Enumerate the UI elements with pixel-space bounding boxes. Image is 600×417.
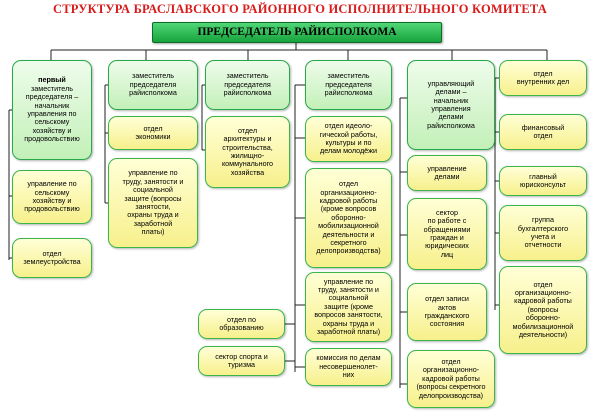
labor-social-box: управление по труду, занятости и социаль…: [305, 272, 392, 342]
mobilization-dept-box: отдел организационно- кадровой работы (в…: [499, 266, 587, 354]
juvenile-commission-box: комиссия по делам несовершенолет- них: [305, 348, 392, 386]
chief-legal-box: главный юрисконсульт: [499, 166, 587, 196]
labor-employment-box: управление по труду, занятости и социаль…: [108, 158, 198, 248]
accounting-group-box: группа бухгалтерского учета и отчетности: [499, 205, 587, 261]
deputy-2-box: заместитель председателя райисполкома: [108, 60, 198, 110]
architecture-dept-box: отдел архитектуры и строительства, жилищ…: [205, 116, 290, 188]
civil-registry-box: отдел записи актов гражданского состояни…: [407, 283, 487, 341]
finance-dept-box: финансовый отдел: [499, 114, 587, 150]
ideology-dept-box: отдел идеоло- гической работы, культуры …: [305, 116, 392, 162]
economy-dept-box: отдел экономики: [108, 116, 198, 150]
org-personnel-dept-box: отдел организационно- кадровой работы (к…: [305, 168, 392, 268]
citizen-appeals-box: сектор по работе с обращениями граждан и…: [407, 198, 487, 270]
sport-tourism-box: сектор спорта и туризма: [198, 346, 285, 376]
deputy-4-box: заместитель председателя райисполкома: [305, 60, 392, 110]
first-deputy-label: заместитель председателя – начальник упр…: [24, 83, 80, 144]
internal-affairs-box: отдел внутренних дел: [499, 60, 587, 96]
education-dept-box: отдел по образованию: [198, 309, 285, 339]
secret-records-box: отдел организационно- кадровой работы (в…: [407, 350, 495, 408]
chairman-box: ПРЕДСЕДАТЕЛЬ РАЙИСПОЛКОМА: [152, 22, 442, 43]
office-management-box: управление делами: [407, 155, 487, 191]
chief-of-staff-box: управляющий делами – начальник управлени…: [407, 60, 495, 150]
land-management-box: отдел землеустройства: [12, 238, 92, 278]
agri-management-box: управление по сельскому хозяйству и прод…: [12, 170, 92, 224]
deputy-3-box: заместитель председателя райисполкома: [205, 60, 290, 110]
page-title: СТРУКТУРА БРАСЛАВСКОГО РАЙОННОГО ИСПОЛНИ…: [52, 2, 548, 16]
first-deputy-label-first: первый: [38, 75, 66, 85]
